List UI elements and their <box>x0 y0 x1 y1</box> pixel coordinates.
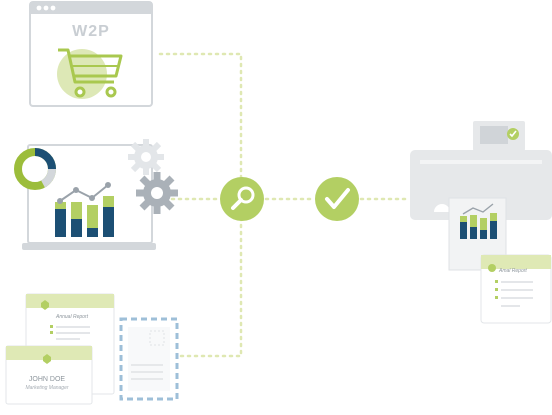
checkmark-icon <box>315 177 359 221</box>
w2p-browser-window: W2P <box>29 1 153 107</box>
magnifier-icon <box>220 177 264 221</box>
printer-icon <box>410 121 552 220</box>
business-card: JOHN DOE Marketing Manager <box>5 345 93 405</box>
cart-icon <box>57 48 123 99</box>
gear-icon <box>128 139 164 175</box>
bar-chart-icon <box>55 182 114 237</box>
gear-icon <box>136 172 178 214</box>
printer-report-title: Amal Report <box>498 268 527 274</box>
card-name: JOHN DOE <box>29 376 66 383</box>
printed-report-doc: Amal Report <box>480 254 552 324</box>
card-job-title: Marketing Manager <box>25 385 68 391</box>
envelope-icon <box>119 317 179 401</box>
connector-lines <box>158 52 412 358</box>
w2p-title: W2P <box>72 23 110 40</box>
printed-chart-sheet <box>448 197 507 271</box>
pie-chart-icon <box>14 148 56 190</box>
annual-report-title: Annual Report <box>55 314 89 320</box>
